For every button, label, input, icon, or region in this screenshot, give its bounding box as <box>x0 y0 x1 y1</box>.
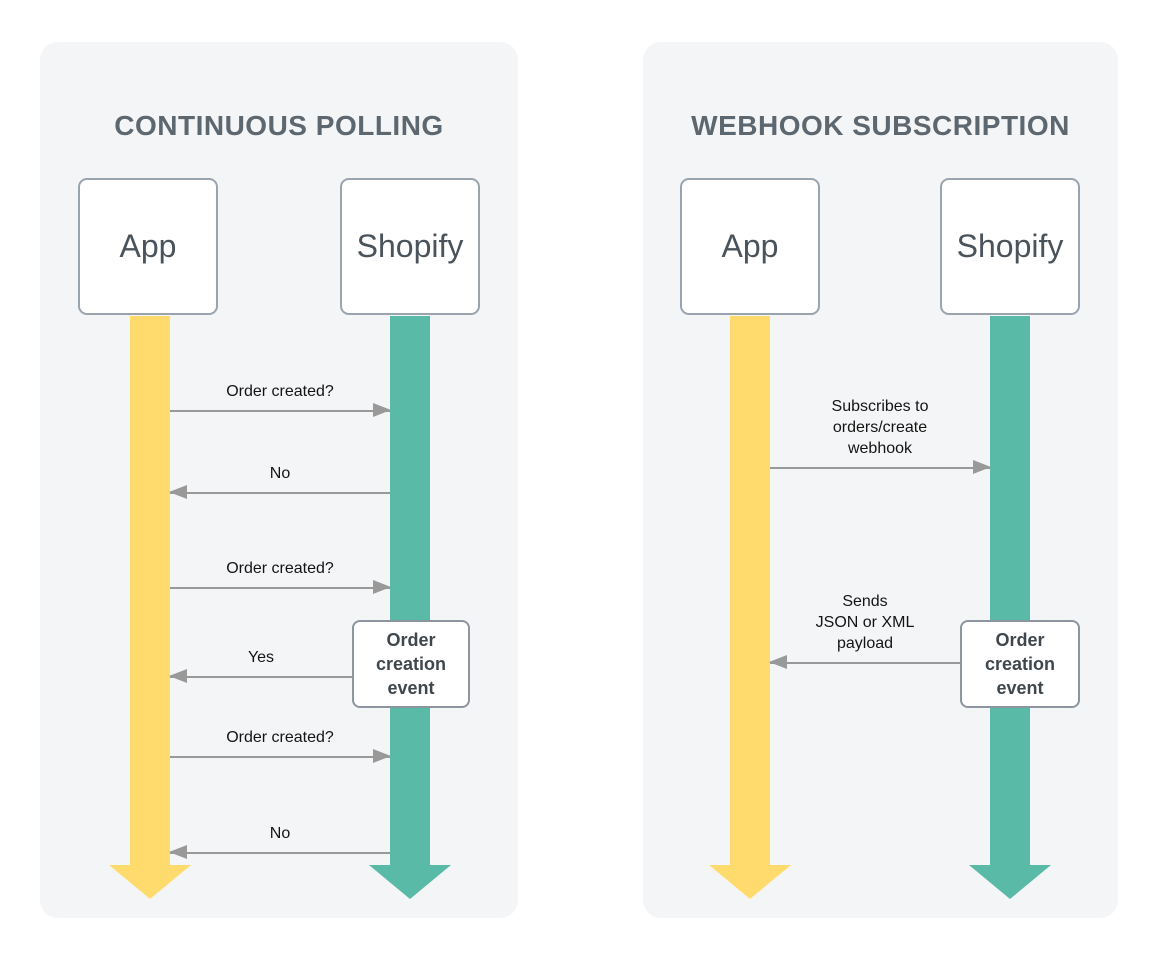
message-line <box>770 662 960 664</box>
actor-label-app: App <box>721 228 779 264</box>
panel-title: CONTINUOUS POLLING <box>114 110 444 141</box>
actor-box-shopify: Shopify <box>340 178 480 315</box>
message-label: Sends JSON or XML payload <box>815 593 915 652</box>
message-line <box>170 852 390 854</box>
actor-box-app: App <box>680 178 820 315</box>
message-line <box>170 410 390 412</box>
actor-box-app: App <box>78 178 218 315</box>
shopify-lifeline-arrowhead-icon <box>969 865 1051 899</box>
actor-label-shopify: Shopify <box>356 228 464 264</box>
message-label: Order created? <box>226 560 334 577</box>
app-lifeline <box>130 316 170 865</box>
arrow-left-icon <box>169 845 187 859</box>
message-line <box>170 492 390 494</box>
arrow-left-icon <box>769 655 787 669</box>
actor-label-app: App <box>119 228 177 264</box>
arrow-right-icon <box>373 403 391 417</box>
app-lifeline-arrowhead-icon <box>109 865 191 899</box>
order-creation-event-box: Order creation event <box>960 620 1080 708</box>
order-creation-event-box: Order creation event <box>352 620 470 708</box>
message-line <box>170 587 390 589</box>
message-label: No <box>269 465 291 482</box>
arrow-right-icon <box>373 580 391 594</box>
message-line <box>770 467 990 469</box>
message-line <box>170 756 390 758</box>
app-lifeline <box>730 316 770 865</box>
message-label: Subscribes to orders/create webhook <box>831 398 929 457</box>
panel-webhook-subscription: WEBHOOK SUBSCRIPTION App Shopify Subscri… <box>643 42 1118 918</box>
arrow-right-icon <box>973 460 991 474</box>
message-label: Yes <box>247 649 275 666</box>
panel-continuous-polling: CONTINUOUS POLLING App Shopify Order cre… <box>40 42 518 918</box>
app-lifeline-arrowhead-icon <box>709 865 791 899</box>
message-label: Order created? <box>226 729 334 746</box>
message-line <box>170 676 352 678</box>
actor-box-shopify: Shopify <box>940 178 1080 315</box>
arrow-left-icon <box>169 485 187 499</box>
shopify-lifeline-arrowhead-icon <box>369 865 451 899</box>
panel-title: WEBHOOK SUBSCRIPTION <box>691 110 1070 141</box>
actor-label-shopify: Shopify <box>956 228 1064 264</box>
shopify-lifeline <box>990 316 1030 865</box>
arrow-right-icon <box>373 749 391 763</box>
arrow-left-icon <box>169 669 187 683</box>
shopify-lifeline <box>390 316 430 865</box>
message-label: No <box>269 825 291 842</box>
message-label: Order created? <box>226 383 334 400</box>
